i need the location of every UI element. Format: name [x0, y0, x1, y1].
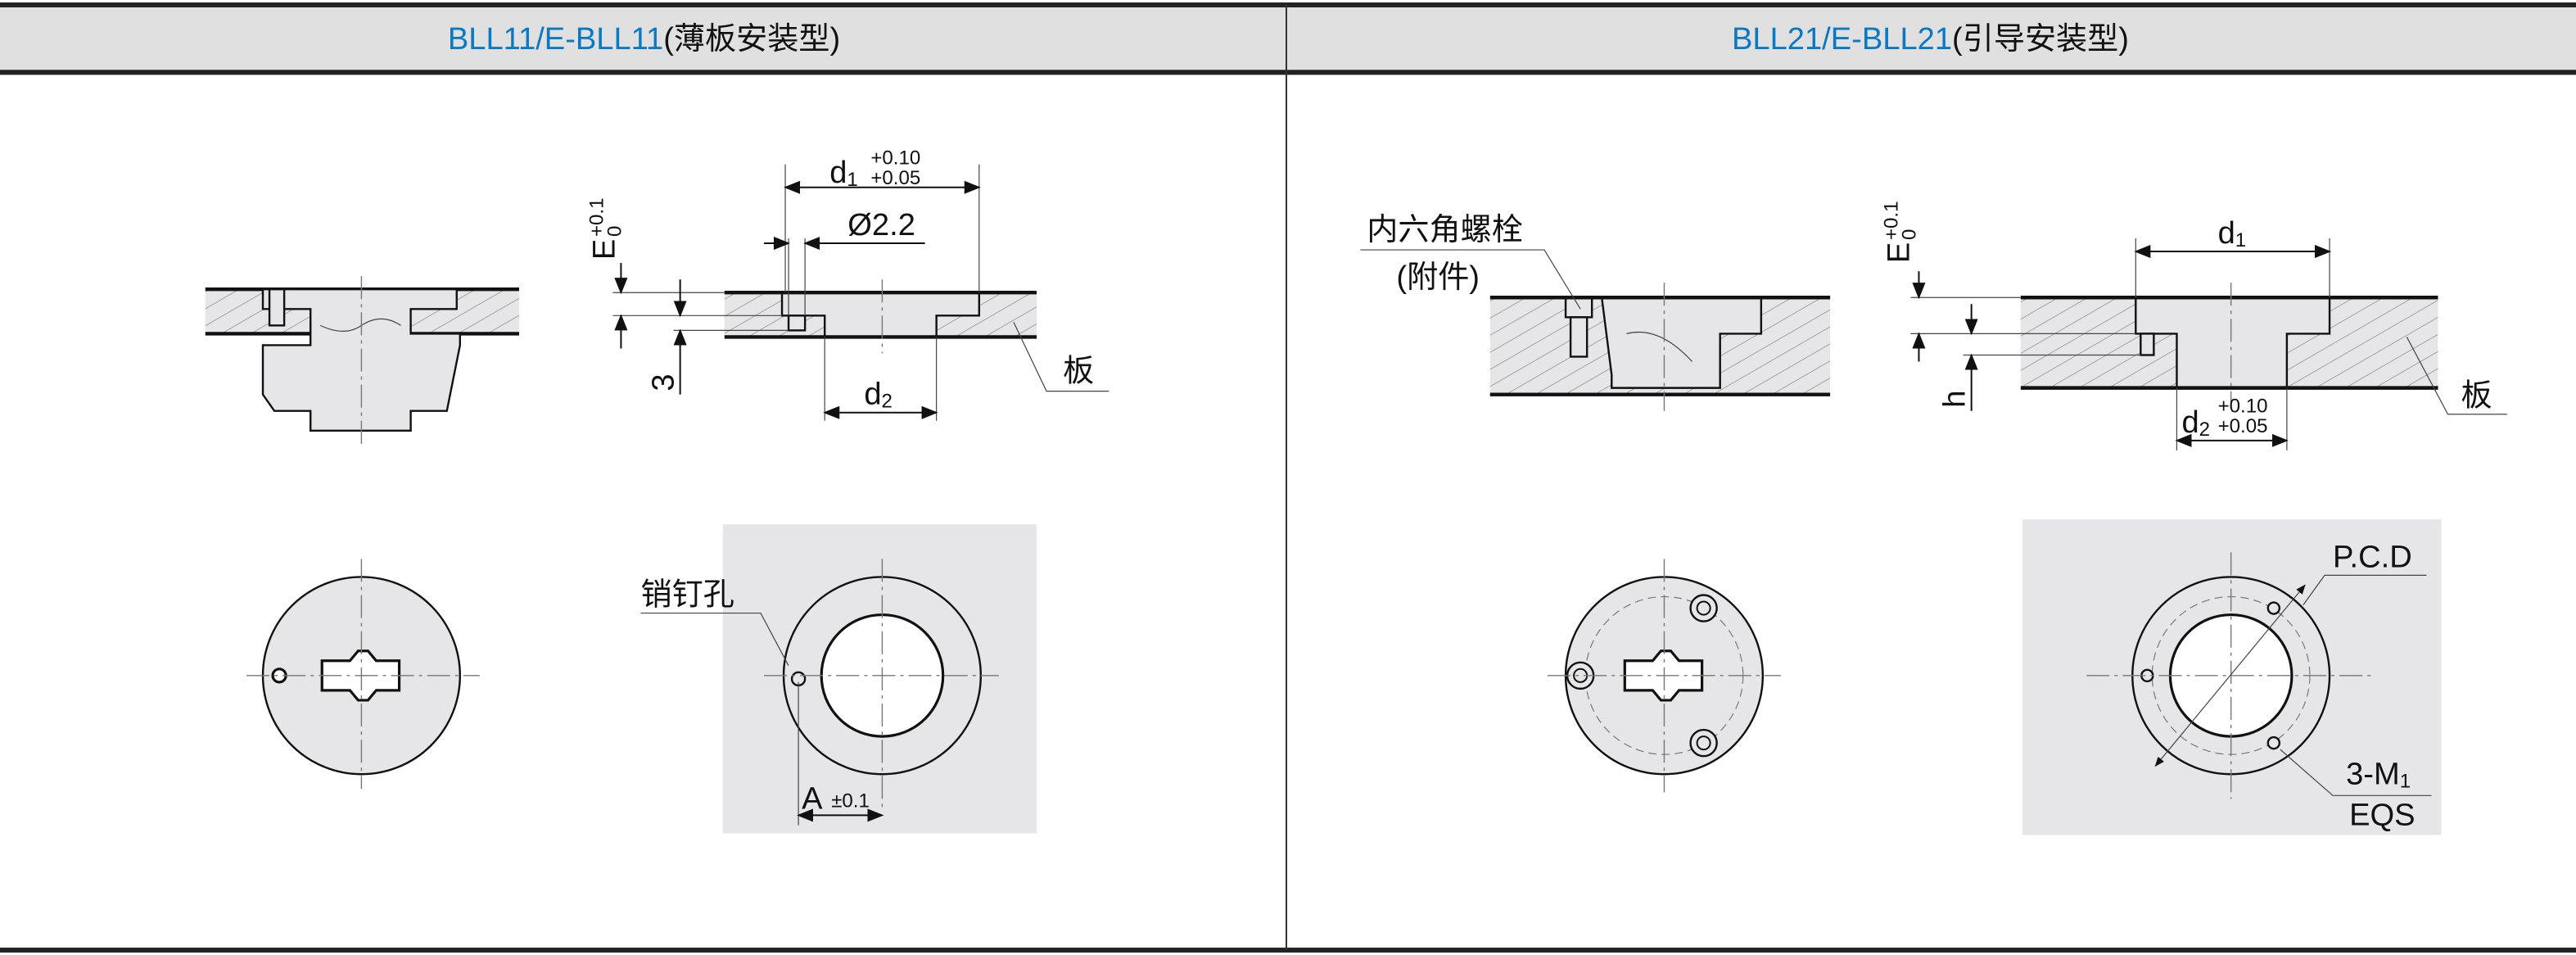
- svg-text:E: E: [1881, 242, 1916, 263]
- d2-tol-upper: +0.10: [2218, 396, 2268, 418]
- bll21-plate-section: d1 E +0.1 0 h d2 +0.10 +0.05 板: [1880, 201, 2507, 450]
- E-label: E +0.1 0: [585, 197, 626, 260]
- d2-tol-lower: +0.05: [2218, 415, 2268, 437]
- bll11-plate-top-view: 销钉孔 A ±0.1: [640, 524, 1037, 834]
- plate-label: 板: [1063, 354, 1094, 389]
- pin-hole-label: 销钉孔: [640, 577, 734, 613]
- A-label: A: [802, 781, 823, 816]
- svg-text:+0.1: +0.1: [1880, 201, 1902, 240]
- bolt-note: (附件): [1396, 260, 1480, 295]
- hex-bolt-icon: [1689, 594, 1718, 622]
- d1-tol-upper: +0.10: [870, 147, 920, 170]
- svg-text:E: E: [586, 239, 621, 260]
- thread-label: 3-M1: [2346, 756, 2411, 792]
- hex-bolt-icon: [1689, 728, 1718, 758]
- d1-tol-lower: +0.05: [870, 167, 920, 189]
- pcd-label: P.C.D: [2333, 539, 2412, 574]
- A-tol: ±0.1: [831, 790, 870, 812]
- svg-text:0: 0: [603, 226, 626, 237]
- d2-label: d2: [864, 377, 893, 413]
- plate-label: 板: [2461, 378, 2492, 414]
- bll21-installed-section: 内六角螺栓 (附件): [1360, 212, 1831, 411]
- svg-text:0: 0: [1898, 229, 1920, 240]
- d2-label: d2: [2181, 405, 2210, 441]
- depth-label: 3: [646, 373, 681, 391]
- d1-label: d1: [829, 155, 858, 191]
- pin-diameter-label: Ø2.2: [847, 207, 915, 242]
- column-title-bll21: BLL21/E-BLL21(引导安装型): [1732, 21, 2129, 57]
- E-label: E +0.1 0: [1880, 201, 1920, 263]
- column-title-bll11: BLL11/E-BLL11(薄板安装型): [448, 21, 840, 57]
- svg-text:+0.1: +0.1: [585, 197, 608, 237]
- bll11-plate-section: d1 +0.10 +0.05 Ø2.2 E +0.1 0 3 d2 板: [585, 147, 1109, 421]
- eqs-label: EQS: [2349, 797, 2415, 832]
- bll21-top-view: [1548, 559, 1781, 793]
- bll21-plate-top-view: P.C.D 3-M1 EQS: [2022, 519, 2442, 835]
- h-label: h: [1937, 391, 1973, 408]
- bll11-installed-section: [205, 276, 520, 447]
- bll11-top-view: [246, 559, 480, 790]
- d1-label: d1: [2218, 215, 2247, 251]
- bolt-label: 内六角螺栓: [1367, 212, 1523, 247]
